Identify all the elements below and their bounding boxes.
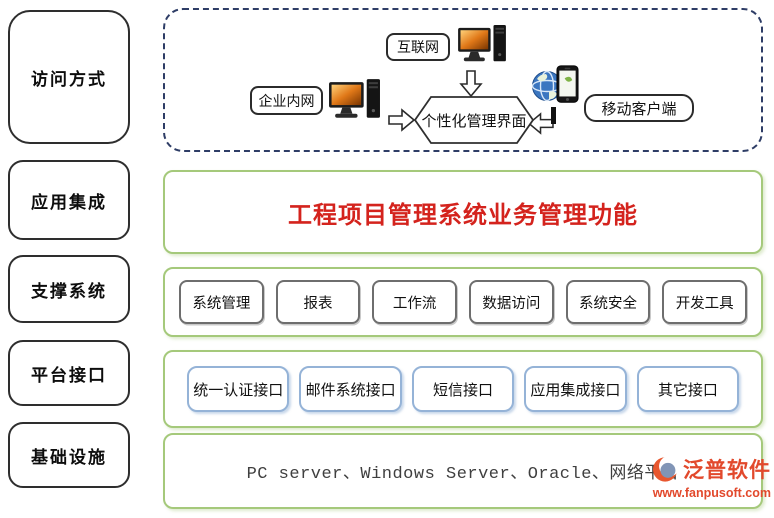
sidebar-item-label: 访问方式 <box>31 69 107 89</box>
support-button-dev-tools[interactable]: 开发工具 <box>662 280 748 324</box>
hexagon-shape <box>413 96 535 144</box>
support-button-system-security[interactable]: 系统安全 <box>565 280 651 324</box>
sidebar-item-label: 应用集成 <box>31 192 107 212</box>
desktop-computer-icon <box>329 79 380 118</box>
block-arrow-left-icon <box>528 112 554 135</box>
mobile-client-node[interactable]: 移动客户端 <box>584 94 694 122</box>
portal-node[interactable]: 个性化管理界面 <box>413 96 535 144</box>
support-button-workflow[interactable]: 工作流 <box>372 280 458 324</box>
sidebar-item-label: 平台接口 <box>31 365 107 385</box>
support-system-panel: 系统管理 报表 工作流 数据访问 系统安全 开发工具 <box>163 267 763 337</box>
sidebar-item-platform-interface[interactable]: 平台接口 <box>8 340 130 406</box>
block-arrow-right-icon <box>388 108 415 132</box>
interface-button-other[interactable]: 其它接口 <box>636 366 740 412</box>
sidebar-item-label: 基础设施 <box>31 447 107 467</box>
globe-icon <box>531 70 563 102</box>
smartphone-icon <box>556 65 579 103</box>
watermark-brand: 泛普软件 <box>683 458 771 482</box>
support-button-reports[interactable]: 报表 <box>275 280 361 324</box>
platform-interface-panel: 统一认证接口 邮件系统接口 短信接口 应用集成接口 其它接口 <box>163 350 763 428</box>
sidebar-item-label: 支撑系统 <box>31 281 107 301</box>
interface-button-row: 统一认证接口 邮件系统接口 短信接口 应用集成接口 其它接口 <box>165 352 761 426</box>
sidebar-item-support-system[interactable]: 支撑系统 <box>8 255 130 323</box>
internet-node-label: 互联网 <box>397 39 439 55</box>
sidebar-item-app-integration[interactable]: 应用集成 <box>8 160 130 240</box>
support-button-system-management[interactable]: 系统管理 <box>179 280 264 324</box>
brand-logo-icon <box>653 455 680 482</box>
support-button-data-access[interactable]: 数据访问 <box>469 280 554 324</box>
intranet-node[interactable]: 企业内网 <box>250 86 323 115</box>
interface-button-sms[interactable]: 短信接口 <box>411 366 515 412</box>
sidebar-item-infrastructure[interactable]: 基础设施 <box>8 422 130 488</box>
infrastructure-text: PC server、Windows Server、Oracle、网络平台 <box>246 465 680 484</box>
portal-node-label: 个性化管理界面 <box>421 112 527 130</box>
internet-node[interactable]: 互联网 <box>386 33 450 61</box>
banner-title: 工程项目管理系统业务管理功能 <box>288 201 638 229</box>
watermark: 泛普软件 www.fanpusoft.com <box>653 452 771 500</box>
interface-button-app-integration[interactable]: 应用集成接口 <box>524 366 627 412</box>
mobile-client-node-label: 移动客户端 <box>601 100 677 118</box>
support-button-row: 系统管理 报表 工作流 数据访问 系统安全 开发工具 <box>165 269 761 335</box>
sidebar-item-access-mode[interactable]: 访问方式 <box>8 10 130 144</box>
watermark-url: www.fanpusoft.com <box>652 486 771 500</box>
intranet-node-label: 企业内网 <box>258 92 315 109</box>
interface-button-auth[interactable]: 统一认证接口 <box>187 366 290 412</box>
phone-connector-bar <box>551 107 556 124</box>
banner-panel: 工程项目管理系统业务管理功能 <box>163 170 763 254</box>
interface-button-mail[interactable]: 邮件系统接口 <box>299 366 402 412</box>
desktop-computer-icon <box>458 24 506 62</box>
block-arrow-down-icon <box>459 70 483 98</box>
